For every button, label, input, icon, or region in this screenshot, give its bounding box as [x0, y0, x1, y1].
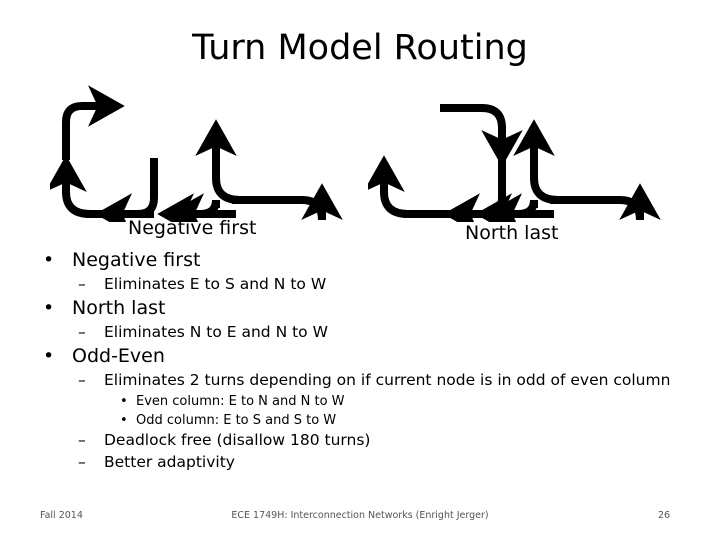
bullet-text: Eliminates N to E and N to W: [104, 323, 328, 341]
bullet-marker: –: [78, 323, 86, 341]
bullet-text: Better adaptivity: [104, 453, 235, 471]
bullet-marker: •: [43, 297, 55, 319]
bullet-item-negative-first: • Negative first: [36, 248, 696, 273]
bullet-text: Eliminates E to S and N to W: [104, 275, 327, 293]
bullet-marker: •: [120, 413, 128, 428]
page-number: 26: [658, 510, 671, 521]
bullet-marker: –: [78, 431, 86, 449]
diagram-label-north-last: North last: [465, 222, 559, 244]
footer-course: ECE 1749H: Interconnection Networks (Enr…: [231, 510, 489, 521]
nl-arrow-west-to-south: [440, 104, 523, 167]
bullet-item-north-last-detail: – Eliminates N to E and N to W: [36, 322, 696, 343]
bullet-item-deadlock-free: – Deadlock free (disallow 180 turns): [36, 430, 696, 451]
nf-arrow-west-to-south: [232, 183, 343, 221]
bullet-marker: –: [78, 275, 86, 293]
turn-model-diagram-north-last: [368, 82, 668, 222]
bullet-item-negative-first-detail: – Eliminates E to S and N to W: [36, 274, 696, 295]
nl-arrow-west-to-south2: [550, 183, 661, 221]
bullet-item-odd-even: • Odd-Even: [36, 344, 696, 369]
bullet-item-odd-even-detail: – Eliminates 2 turns depending on if cur…: [36, 370, 696, 391]
nf-arrow-east-to-north: [50, 155, 154, 218]
bullet-list: • Negative first – Eliminates E to S and…: [36, 248, 696, 474]
bullet-item-even-column: • Even column: E to N and N to W: [36, 392, 696, 411]
nl-arrow-south-to-west2: [475, 193, 538, 222]
bullet-item-better-adaptivity: – Better adaptivity: [36, 452, 696, 473]
bullet-text: Odd column: E to S and S to W: [136, 413, 337, 428]
bullet-text: Deadlock free (disallow 180 turns): [104, 431, 371, 449]
diagram-label-negative-first: Negative first: [128, 217, 257, 239]
nf-arrow-south-to-west: [95, 158, 158, 222]
bullet-marker: –: [78, 371, 86, 389]
bullet-marker: •: [120, 394, 128, 409]
bullet-item-north-last: • North last: [36, 296, 696, 321]
footer-term: Fall 2014: [40, 510, 83, 521]
page-title: Turn Model Routing: [192, 28, 528, 68]
bullet-text: Odd-Even: [72, 345, 165, 367]
bullet-marker: •: [43, 345, 55, 367]
nl-arrow-east-to-north: [368, 155, 472, 218]
bullet-text: Even column: E to N and N to W: [136, 394, 345, 409]
nf-arrow-south-to-west2: [157, 193, 220, 222]
bullet-marker: –: [78, 453, 86, 471]
bullet-text: Negative first: [72, 249, 201, 271]
bullet-item-odd-column: • Odd column: E to S and S to W: [36, 411, 696, 430]
turn-model-diagram-negative-first-strokes: [50, 82, 350, 222]
bullet-text: North last: [72, 297, 166, 319]
bullet-marker: •: [43, 249, 55, 271]
bullet-text: Eliminates 2 turns depending on if curre…: [104, 371, 671, 389]
nf-arrow-north-to-east: [62, 85, 125, 160]
